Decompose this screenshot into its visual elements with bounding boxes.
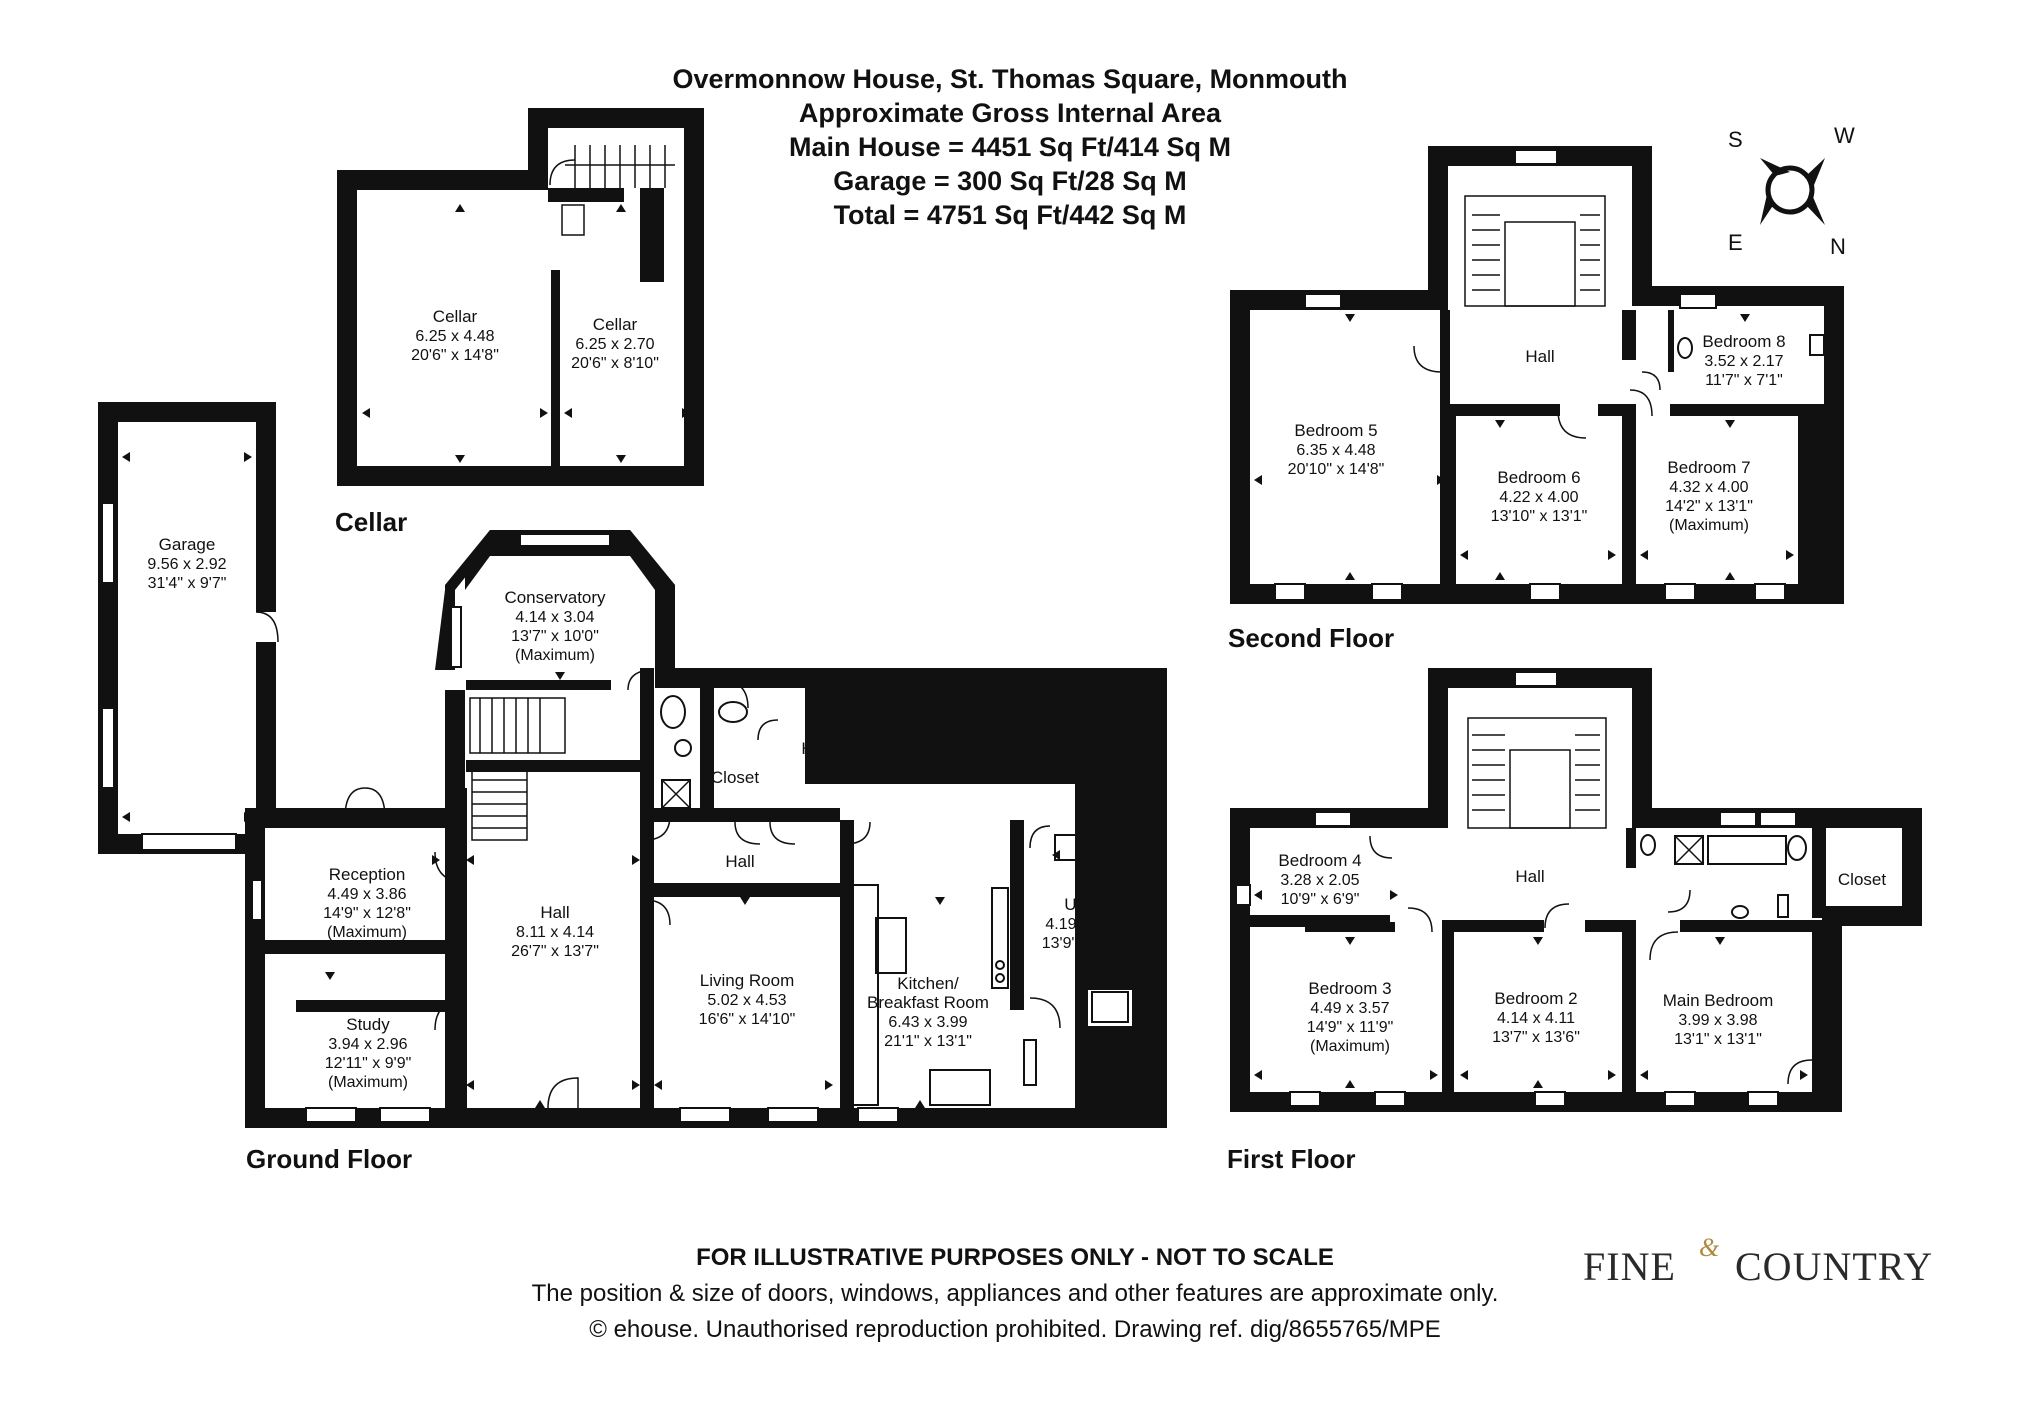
living-room-label: Living Room	[700, 971, 795, 990]
conservatory-imperial: 13'7" x 10'0"	[511, 628, 599, 645]
bedroom-4-label: Bedroom 4	[1278, 851, 1361, 870]
garage-area: Garage = 300 Sq Ft/28 Sq M	[833, 166, 1187, 196]
living-room-metric: 5.02 x 4.53	[707, 992, 786, 1009]
cellar-2-imperial: 20'6" x 8'10"	[571, 355, 659, 372]
main-bedroom-imperial: 13'1" x 13'1"	[1674, 1031, 1762, 1048]
ground-floor: Conservatory 4.14 x 3.04 13'7" x 10'0" (…	[245, 530, 1167, 1174]
bedroom-4-imperial: 10'9" x 6'9"	[1281, 891, 1360, 908]
second-floor: Bedroom 5 6.35 x 4.48 20'10" x 14'8" Hal…	[1228, 146, 1844, 653]
bedroom-5-label: Bedroom 5	[1294, 421, 1377, 440]
ground-floor-label: Ground Floor	[246, 1144, 412, 1174]
disclaimer-text: The position & size of doors, windows, a…	[531, 1280, 1499, 1307]
closet-first-label: Closet	[1838, 870, 1886, 889]
hall-ground-mid-label: Hall	[725, 852, 754, 871]
living-room-imperial: 16'6" x 14'10"	[699, 1011, 796, 1028]
kitchen-imperial: 21'1" x 13'1"	[884, 1033, 972, 1050]
cellar-1-imperial: 20'6" x 14'8"	[411, 347, 499, 364]
hall-ground-main-label: Hall	[540, 903, 569, 922]
kitchen-label: Kitchen/	[897, 974, 959, 993]
reception-label: Reception	[329, 865, 406, 884]
copyright-text: © ehouse. Unauthorised reproduction proh…	[589, 1316, 1441, 1343]
bedroom-7-imperial: 14'2" x 13'1"	[1665, 498, 1753, 515]
first-floor: Hall Closet Bedroom 4 3.28 x 2.05 10'9" …	[1227, 668, 1922, 1174]
kitchen-metric: 6.43 x 3.99	[888, 1014, 967, 1031]
garage-metric: 9.56 x 2.92	[147, 556, 226, 573]
bedroom-2-metric: 4.14 x 4.11	[1497, 1010, 1575, 1027]
garage-block: Garage 9.56 x 2.92 31'4" x 9'7"	[98, 402, 279, 854]
bedroom-5-metric: 6.35 x 4.48	[1296, 442, 1375, 459]
logo-fine: FINE	[1583, 1244, 1676, 1289]
study-imperial: 12'11" x 9'9"	[325, 1055, 412, 1072]
conservatory-metric: 4.14 x 3.04	[515, 609, 594, 626]
bedroom-8-imperial: 11'7" x 7'1"	[1705, 372, 1783, 389]
bedroom-6-metric: 4.22 x 4.00	[1499, 489, 1578, 506]
compass-s: S	[1728, 127, 1743, 152]
logo-ampersand: &	[1699, 1233, 1720, 1262]
total-area: Total = 4751 Sq Ft/442 Sq M	[833, 200, 1187, 230]
reception-note: (Maximum)	[327, 924, 407, 941]
closet-ground-label: Closet	[711, 768, 759, 787]
study-metric: 3.94 x 2.96	[328, 1036, 407, 1053]
hall-second-label: Hall	[1525, 347, 1554, 366]
cellar-2-metric: 6.25 x 2.70	[575, 336, 654, 353]
reception-imperial: 14'9" x 12'8"	[323, 905, 411, 922]
compass-e: E	[1728, 230, 1743, 255]
disclaimer-heading: FOR ILLUSTRATIVE PURPOSES ONLY - NOT TO …	[696, 1244, 1334, 1271]
area-subtitle: Approximate Gross Internal Area	[798, 98, 1222, 128]
cellar-floor-label: Cellar	[335, 507, 407, 537]
kitchen-label-2: Breakfast Room	[867, 993, 989, 1012]
bedroom-3-metric: 4.49 x 3.57	[1310, 1000, 1389, 1017]
conservatory-note: (Maximum)	[515, 647, 595, 664]
bedroom-8-label: Bedroom 8	[1702, 332, 1785, 351]
bedroom-7-note: (Maximum)	[1669, 517, 1749, 534]
disclaimer-footer: FOR ILLUSTRATIVE PURPOSES ONLY - NOT TO …	[380, 1240, 1650, 1348]
garage-imperial: 31'4" x 9'7"	[148, 575, 227, 592]
compass-n: N	[1830, 234, 1846, 259]
hall-ground-small-label: Hall	[801, 739, 830, 758]
utility-label: Utility	[1064, 895, 1106, 914]
first-floor-label: First Floor	[1227, 1144, 1356, 1174]
reception-metric: 4.49 x 3.86	[327, 886, 406, 903]
conservatory-label: Conservatory	[504, 588, 606, 607]
bedroom-7-metric: 4.32 x 4.00	[1669, 479, 1748, 496]
plan-header: Overmonnow House, St. Thomas Square, Mon…	[560, 62, 1460, 232]
study-label: Study	[346, 1015, 390, 1034]
bedroom-3-label: Bedroom 3	[1308, 979, 1391, 998]
bedroom-6-imperial: 13'10" x 13'1"	[1491, 508, 1588, 525]
property-title: Overmonnow House, St. Thomas Square, Mon…	[672, 64, 1348, 94]
compass-w: W	[1834, 123, 1855, 148]
bedroom-7-label: Bedroom 7	[1667, 458, 1750, 477]
cellar-2-label: Cellar	[593, 315, 638, 334]
hall-ground-main-metric: 8.11 x 4.14	[516, 924, 594, 941]
cellar-floor: Cellar 6.25 x 4.48 20'6" x 14'8" Cellar …	[335, 108, 704, 537]
study-note: (Maximum)	[328, 1074, 408, 1091]
cellar-1-metric: 6.25 x 4.48	[415, 328, 494, 345]
main-house-area: Main House = 4451 Sq Ft/414 Sq M	[789, 132, 1231, 162]
bedroom-4-metric: 3.28 x 2.05	[1280, 872, 1359, 889]
hall-first-label: Hall	[1515, 867, 1544, 886]
bedroom-2-label: Bedroom 2	[1494, 989, 1577, 1008]
logo-country: COUNTRY	[1735, 1244, 1934, 1289]
utility-imperial: 13'9" x 8'11"	[1042, 935, 1129, 952]
fine-and-country-logo: FINE & COUNTRY	[1575, 1233, 1932, 1295]
bedroom-3-note: (Maximum)	[1310, 1038, 1390, 1055]
bedroom-6-label: Bedroom 6	[1497, 468, 1580, 487]
bedroom-8-metric: 3.52 x 2.17	[1704, 353, 1783, 370]
utility-metric: 4.19 x 2.71	[1045, 916, 1124, 933]
bedroom-2-imperial: 13'7" x 13'6"	[1492, 1029, 1580, 1046]
main-bedroom-metric: 3.99 x 3.98	[1678, 1012, 1757, 1029]
garage-label: Garage	[159, 535, 216, 554]
compass-rose: S W E N	[1728, 123, 1855, 259]
second-floor-label: Second Floor	[1228, 623, 1394, 653]
main-bedroom-label: Main Bedroom	[1663, 991, 1774, 1010]
hall-ground-main-imperial: 26'7" x 13'7"	[511, 943, 599, 960]
cellar-1-label: Cellar	[433, 307, 478, 326]
bedroom-3-imperial: 14'9" x 11'9"	[1307, 1019, 1394, 1036]
bedroom-5-imperial: 20'10" x 14'8"	[1288, 461, 1385, 478]
